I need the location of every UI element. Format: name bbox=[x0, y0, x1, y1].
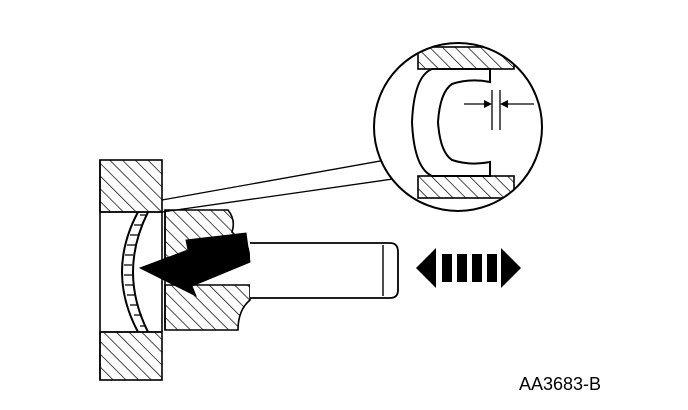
installer-tool bbox=[164, 209, 399, 331]
tool-head-lower bbox=[164, 284, 251, 331]
detail-upper-wall bbox=[417, 46, 515, 70]
housing-lower-section bbox=[99, 331, 163, 381]
detail-leader-lines bbox=[161, 159, 401, 213]
motion-double-arrow bbox=[416, 248, 521, 288]
figure-id-label: AA3683-B bbox=[519, 374, 602, 394]
detail-lower-wall bbox=[417, 175, 515, 199]
installation-direction-arrow bbox=[138, 232, 251, 298]
seal bbox=[121, 211, 149, 333]
clearance-dimension bbox=[464, 90, 534, 130]
tool-shaft bbox=[250, 242, 399, 299]
housing-upper-section bbox=[99, 159, 163, 213]
detail-zoom-circle bbox=[373, 42, 543, 212]
detail-seal-profile bbox=[410, 68, 491, 177]
